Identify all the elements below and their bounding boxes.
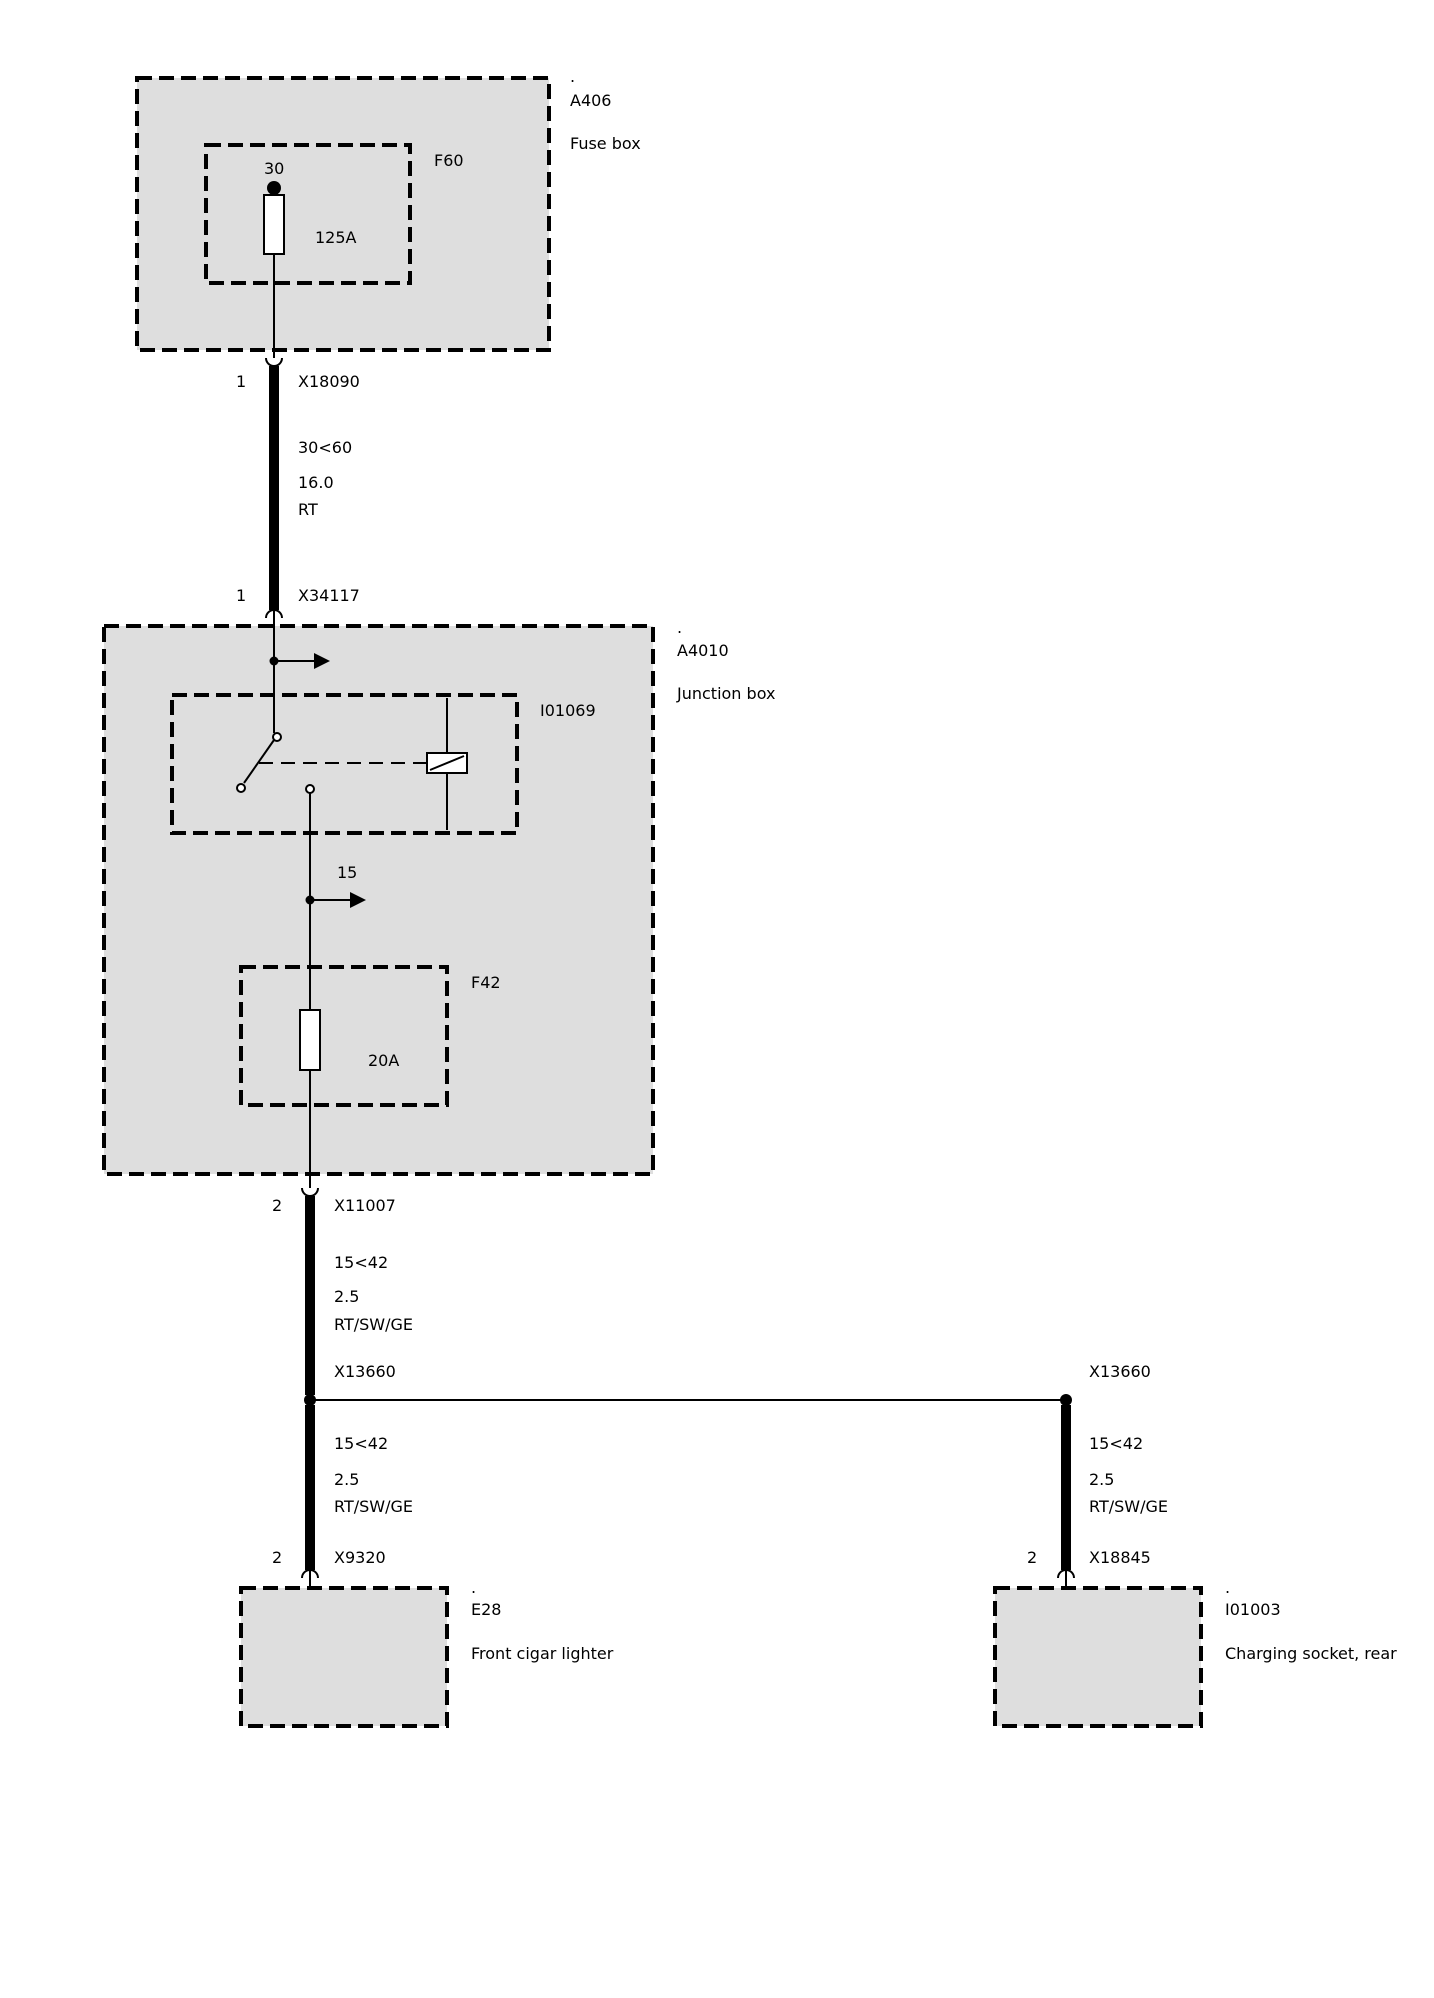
f60-terminal-30: 30 <box>264 159 284 178</box>
e28-boundary <box>239 1586 449 1728</box>
a406-id: A406 <box>570 91 611 110</box>
terminal-15-label: 15 <box>337 863 357 882</box>
f60-boundary <box>204 143 412 285</box>
relay-coil-diagonal <box>429 755 465 771</box>
w4-color: RT/SW/GE <box>1089 1497 1168 1516</box>
e28-name: Front cigar lighter <box>471 1644 614 1663</box>
relay-contact-common <box>272 732 282 742</box>
component-i01003-charging-socket[interactable]: . I01003 Charging socket, rear <box>993 1578 1397 1728</box>
f42-boundary <box>239 965 449 1107</box>
e28-dot: . <box>471 1578 476 1597</box>
splice-x13660-right-dot <box>1060 1394 1072 1406</box>
i01003-name: Charging socket, rear <box>1225 1644 1397 1663</box>
arrow-right-icon <box>314 653 330 669</box>
w2-size: 2.5 <box>334 1287 359 1306</box>
w2-color: RT/SW/GE <box>334 1315 413 1334</box>
w3-circuit: 15<42 <box>334 1434 388 1453</box>
i01069-id: I01069 <box>540 701 596 720</box>
a406-dot: . <box>570 67 575 86</box>
relay-contact-nc <box>236 783 246 793</box>
f60-rating: 125A <box>315 228 357 247</box>
component-e28-cigar-lighter[interactable]: . E28 Front cigar lighter <box>239 1578 614 1728</box>
f60-id: F60 <box>434 151 464 170</box>
relay-contact-no <box>305 784 315 794</box>
x34117-id: X34117 <box>298 586 360 605</box>
f42-id: F42 <box>471 973 501 992</box>
wire-15-42-main[interactable] <box>301 1180 319 1395</box>
wire-30-60[interactable] <box>265 357 283 620</box>
a4010-dot: . <box>677 618 682 637</box>
x9320-pin: 2 <box>272 1548 282 1567</box>
w4-circuit: 15<42 <box>1089 1434 1143 1453</box>
x13660-left-id: X13660 <box>334 1362 396 1381</box>
a406-name: Fuse box <box>570 134 641 153</box>
component-f60-fuse[interactable]: F60 30 125A <box>204 143 464 358</box>
splice-x13660[interactable] <box>304 1394 1072 1406</box>
connector-x11007-icon <box>301 1187 319 1197</box>
wire-15-42-e28[interactable] <box>301 1405 319 1586</box>
x18090-pin: 1 <box>236 372 246 391</box>
a4010-id: A4010 <box>677 641 729 660</box>
w1-size: 16.0 <box>298 473 334 492</box>
x18845-pin: 2 <box>1027 1548 1037 1567</box>
a406-boundary <box>135 76 551 352</box>
f42-rating: 20A <box>368 1051 399 1070</box>
fuse-icon <box>299 1009 321 1071</box>
a4010-boundary <box>102 624 655 1176</box>
i01003-dot: . <box>1225 1578 1230 1597</box>
i01003-boundary <box>993 1586 1203 1728</box>
w4-size: 2.5 <box>1089 1470 1114 1489</box>
w2-circuit: 15<42 <box>334 1253 388 1272</box>
component-i01069-relay[interactable]: I01069 <box>170 661 596 835</box>
x18845-id: X18845 <box>1089 1548 1151 1567</box>
arrow-right-icon <box>350 892 366 908</box>
x34117-pin: 1 <box>236 586 246 605</box>
x13660-right-id: X13660 <box>1089 1362 1151 1381</box>
component-a4010-junction-box[interactable]: . A4010 Junction box <box>102 618 775 1176</box>
fuse-icon <box>263 194 285 255</box>
x11007-id: X11007 <box>334 1196 396 1215</box>
e28-id: E28 <box>471 1600 501 1619</box>
x11007-pin: 2 <box>272 1196 282 1215</box>
relay-switch-blade-icon <box>243 739 275 784</box>
w1-circuit: 30<60 <box>298 438 352 457</box>
connector-x18090-icon <box>265 357 283 367</box>
w1-color: RT <box>298 500 318 519</box>
i01003-id: I01003 <box>1225 1600 1281 1619</box>
a4010-name: Junction box <box>676 684 775 703</box>
wire-15-42-i01003[interactable] <box>1057 1405 1075 1586</box>
w3-color: RT/SW/GE <box>334 1497 413 1516</box>
w3-size: 2.5 <box>334 1470 359 1489</box>
component-f42-fuse[interactable]: F42 20A <box>239 965 501 1107</box>
x18090-id: X18090 <box>298 372 360 391</box>
component-a406-fuse-box[interactable]: . A406 Fuse box <box>135 67 641 352</box>
x9320-id: X9320 <box>334 1548 386 1567</box>
